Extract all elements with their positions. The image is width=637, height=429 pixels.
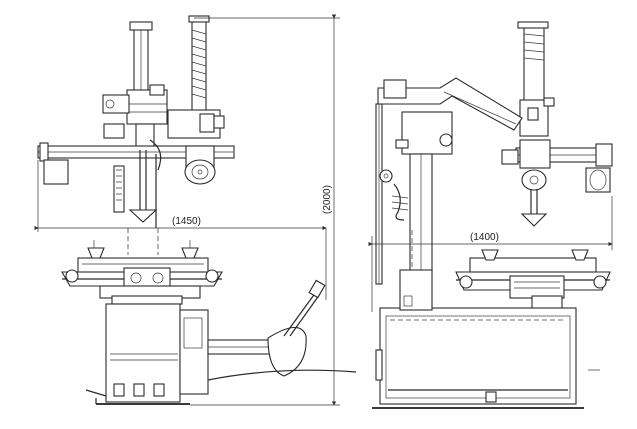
cabinet: [85, 303, 209, 405]
turntable: [61, 240, 223, 305]
side-cylinder: [517, 21, 555, 137]
spring-column: [167, 15, 225, 139]
swing-arm: [375, 77, 523, 285]
dimension-width-front: (1450): [34, 160, 327, 300]
vertical-column: [102, 21, 168, 155]
dimension-label-1400: (1400): [470, 232, 499, 243]
side-turntable: [455, 249, 611, 311]
side-view: (1400): [368, 21, 613, 409]
dimension-label-2000: (2000): [322, 185, 333, 214]
horizontal-arm: [37, 142, 235, 185]
side-tool: [520, 190, 548, 227]
side-housing: [379, 111, 453, 273]
dimension-label-1450: (1450): [172, 216, 201, 227]
mounting-head: [113, 139, 162, 228]
side-arm: [501, 139, 613, 193]
side-cabinet: [372, 269, 600, 409]
dimension-height: (2000): [190, 14, 340, 406]
front-view: (1450) (2000): [34, 14, 357, 406]
dimension-width-side: (1400): [368, 196, 613, 312]
bead-breaker: [207, 279, 357, 381]
